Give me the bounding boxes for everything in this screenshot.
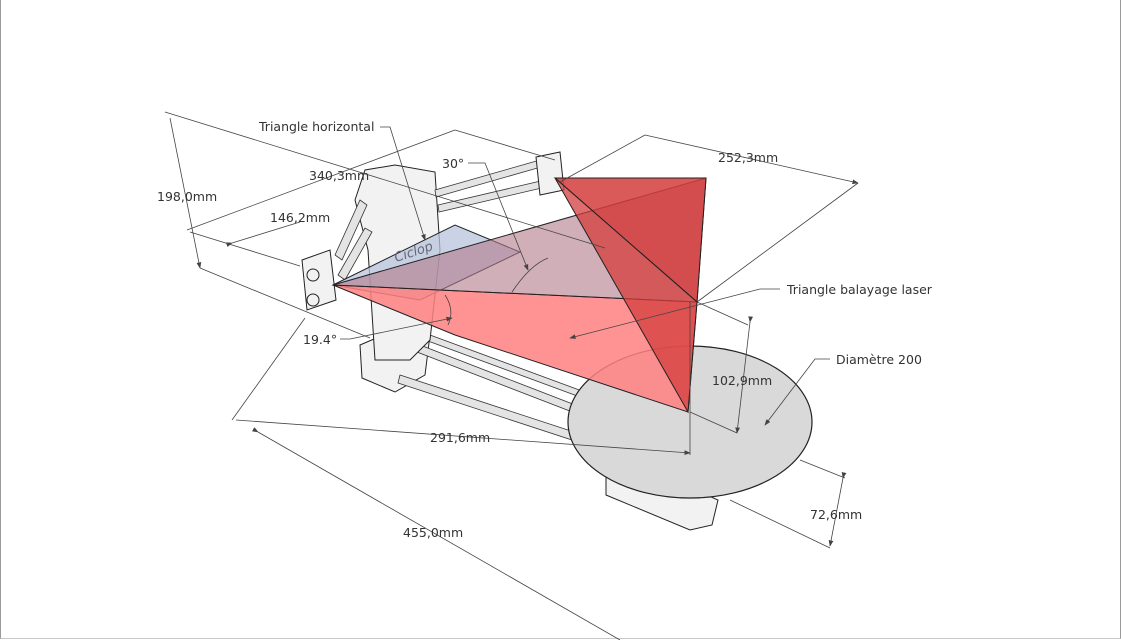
label-triangle-laser: Triangle balayage laser <box>786 282 933 297</box>
label-dim-252: 252,3mm <box>718 150 778 165</box>
label-dim-72: 72,6mm <box>810 507 862 522</box>
label-dim-340: 340,3mm <box>309 168 369 183</box>
label-dim-146: 146,2mm <box>270 210 330 225</box>
laser-triangles: Ciclop <box>331 177 707 414</box>
labels: Triangle horizontal 30° 340,3mm 252,3mm … <box>157 119 933 540</box>
angle-30-arc <box>511 257 549 293</box>
label-dim-455: 455,0mm <box>403 525 463 540</box>
label-dim-291: 291,6mm <box>430 430 490 445</box>
dimension-lines <box>164 111 859 640</box>
angle-19-arc <box>444 294 452 326</box>
label-angle-19: 19.4° <box>303 332 337 347</box>
laser-plane-lower <box>554 177 698 414</box>
label-angle-30: 30° <box>442 156 464 171</box>
label-dim-102: 102,9mm <box>712 373 772 388</box>
label-dim-198: 198,0mm <box>157 189 217 204</box>
label-triangle-horizontal: Triangle horizontal <box>258 119 374 134</box>
label-diametre: Diamètre 200 <box>836 352 922 367</box>
